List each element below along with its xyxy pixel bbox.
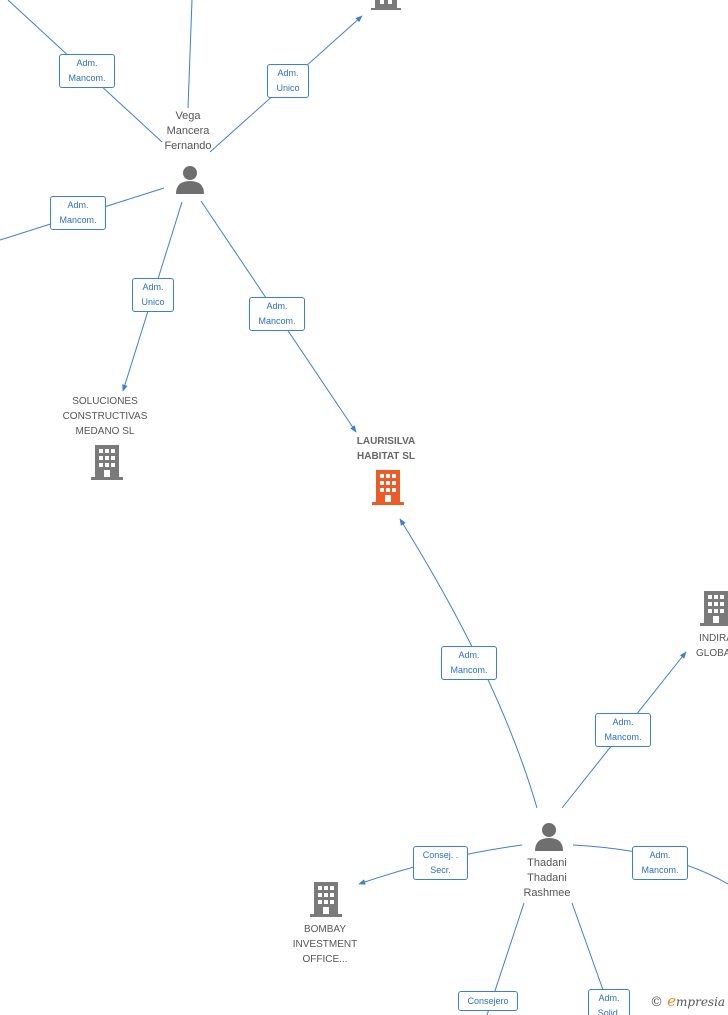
edge-label[interactable]: Adm. Mancom. [595,713,651,747]
person-label-vega[interactable]: Vega Mancera Fernando [133,109,243,154]
edge-label[interactable]: Consejero [458,991,518,1011]
edge-label-line: Adm. [67,200,89,210]
edge-label-line: Secr. [430,865,451,875]
person-label-thadani[interactable]: Thadani Thadani Rashmee [492,856,602,901]
edge-label-line: Mancom. [604,732,642,742]
company-label-indira[interactable]: INDIRA GLOBAL [686,631,728,661]
edge-label[interactable]: Adm. Mancom. [59,54,115,88]
person-icon-vega[interactable] [175,165,205,195]
copyright-symbol: © [650,995,663,1010]
edge-label-line: Mancom. [641,865,679,875]
person-label-line: Thadani [527,872,567,884]
company-label-line: HABITAT SL [357,451,415,462]
edge-label[interactable]: Adm. Unico [132,278,174,312]
company-label-line: INVESTMENT [292,939,358,950]
edge-label-line: Mancom. [258,316,296,326]
edge-label-line: Mancom. [68,73,106,83]
edge-label-line: Adm. [142,282,164,292]
company-label-line: GLOBAL [695,648,728,659]
person-label-line: Mancera [166,125,210,137]
person-label-line: Rashmee [523,887,571,899]
edge-label[interactable]: Adm. Mancom. [50,196,106,230]
building-icon-bombay[interactable] [310,882,342,918]
edge-label-line: Adm. [277,68,299,78]
person-label-line: Thadani [527,857,567,869]
edge-label-line: Solid. [597,1008,621,1015]
edge-label-line: Mancom. [450,665,488,675]
building-icon-indira[interactable] [700,591,728,627]
company-label-line: LAURISILVA [356,436,416,447]
company-label-soluciones[interactable]: SOLUCIONES CONSTRUCTIVAS MEDANO SL [45,394,165,439]
company-label-line: CONSTRUCTIVAS [62,411,148,422]
building-icon-laurisilva[interactable] [372,470,404,506]
company-label-bombay[interactable]: BOMBAY INVESTMENT OFFICE... [265,922,385,967]
building-icon-partial-top [371,0,401,10]
edge-label-line: Consej. . [422,850,459,860]
brand-watermark: © empresia [650,992,725,1010]
person-label-line: Fernando [164,140,212,152]
brand-initial: e [667,992,677,1010]
edge-label-line: Adm. [76,58,98,68]
edge-label-line: Adm. [266,301,288,311]
edge-label[interactable]: Adm. Mancom. [441,646,497,680]
company-label-line: MEDANO SL [75,426,135,437]
edge-label-line: Adm. [612,717,634,727]
edge-label-line: Adm. [458,650,480,660]
edge-label[interactable]: Adm. Unico [267,64,309,98]
edge-label[interactable]: Adm. Mancom. [632,846,688,880]
building-icon-soluciones[interactable] [91,445,123,481]
edge-label-line: Adm. [598,993,620,1003]
person-icon-thadani[interactable] [534,822,564,852]
edge-label-line: Unico [141,297,165,307]
edge-label[interactable]: Consej. . Secr. [413,846,468,880]
company-label-laurisilva[interactable]: LAURISILVA HABITAT SL [326,434,446,464]
edge-label[interactable]: Adm. Solid. [588,989,630,1015]
company-label-line: OFFICE... [302,954,348,965]
company-label-line: INDIRA [699,633,728,644]
edge-label-line: Adm. [649,850,671,860]
company-label-line: SOLUCIONES [72,396,138,407]
edge-label-line: Unico [276,83,300,93]
brand-name: mpresia [676,995,726,1009]
edge-label[interactable]: Adm. Mancom. [249,297,305,331]
edge-label-line: Consejero [467,996,509,1006]
edge-label-line: Mancom. [59,215,97,225]
company-label-line: BOMBAY [303,924,347,935]
edge-vega-top [187,0,193,109]
person-label-line: Vega [175,110,201,122]
